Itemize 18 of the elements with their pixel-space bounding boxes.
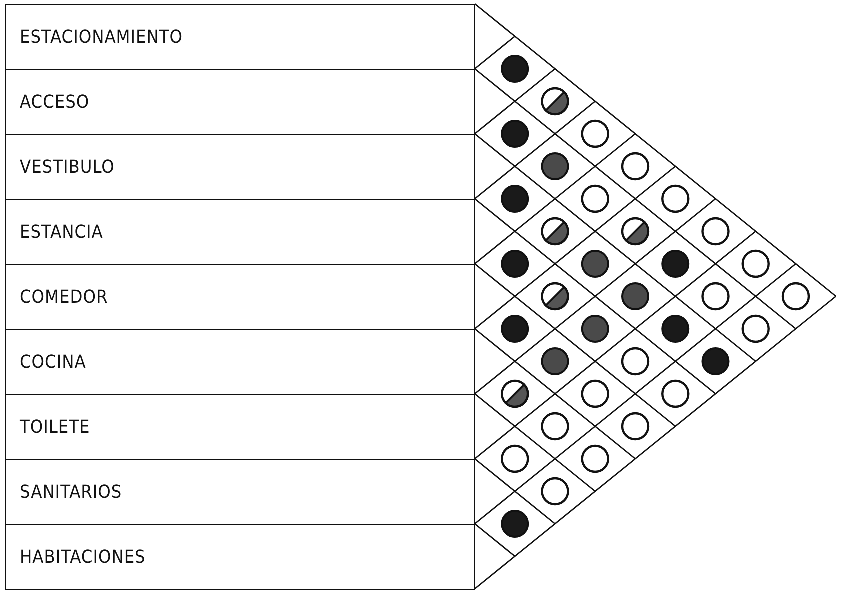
space-name: ESTACIONAMIENTO [20, 26, 183, 48]
space-row-box [5, 459, 475, 525]
space-row-box [5, 134, 475, 200]
space-name: HABITACIONES [20, 546, 146, 568]
space-row-box [5, 329, 475, 395]
space-name: ESTANCIA [20, 222, 104, 242]
space-name: COCINA [20, 352, 86, 372]
space-row-box [5, 4, 475, 70]
space-row-box [5, 69, 475, 135]
space-row-box [5, 394, 475, 460]
space-name: TOILETE [20, 416, 90, 438]
space-row-box [5, 199, 475, 265]
space-name: VESTIBULO [20, 156, 115, 178]
space-name: ACCESO [20, 92, 90, 112]
space-name: SANITARIOS [20, 482, 122, 502]
space-name: COMEDOR [20, 286, 108, 308]
space-row-box [5, 264, 475, 330]
space-row-box [5, 524, 475, 590]
